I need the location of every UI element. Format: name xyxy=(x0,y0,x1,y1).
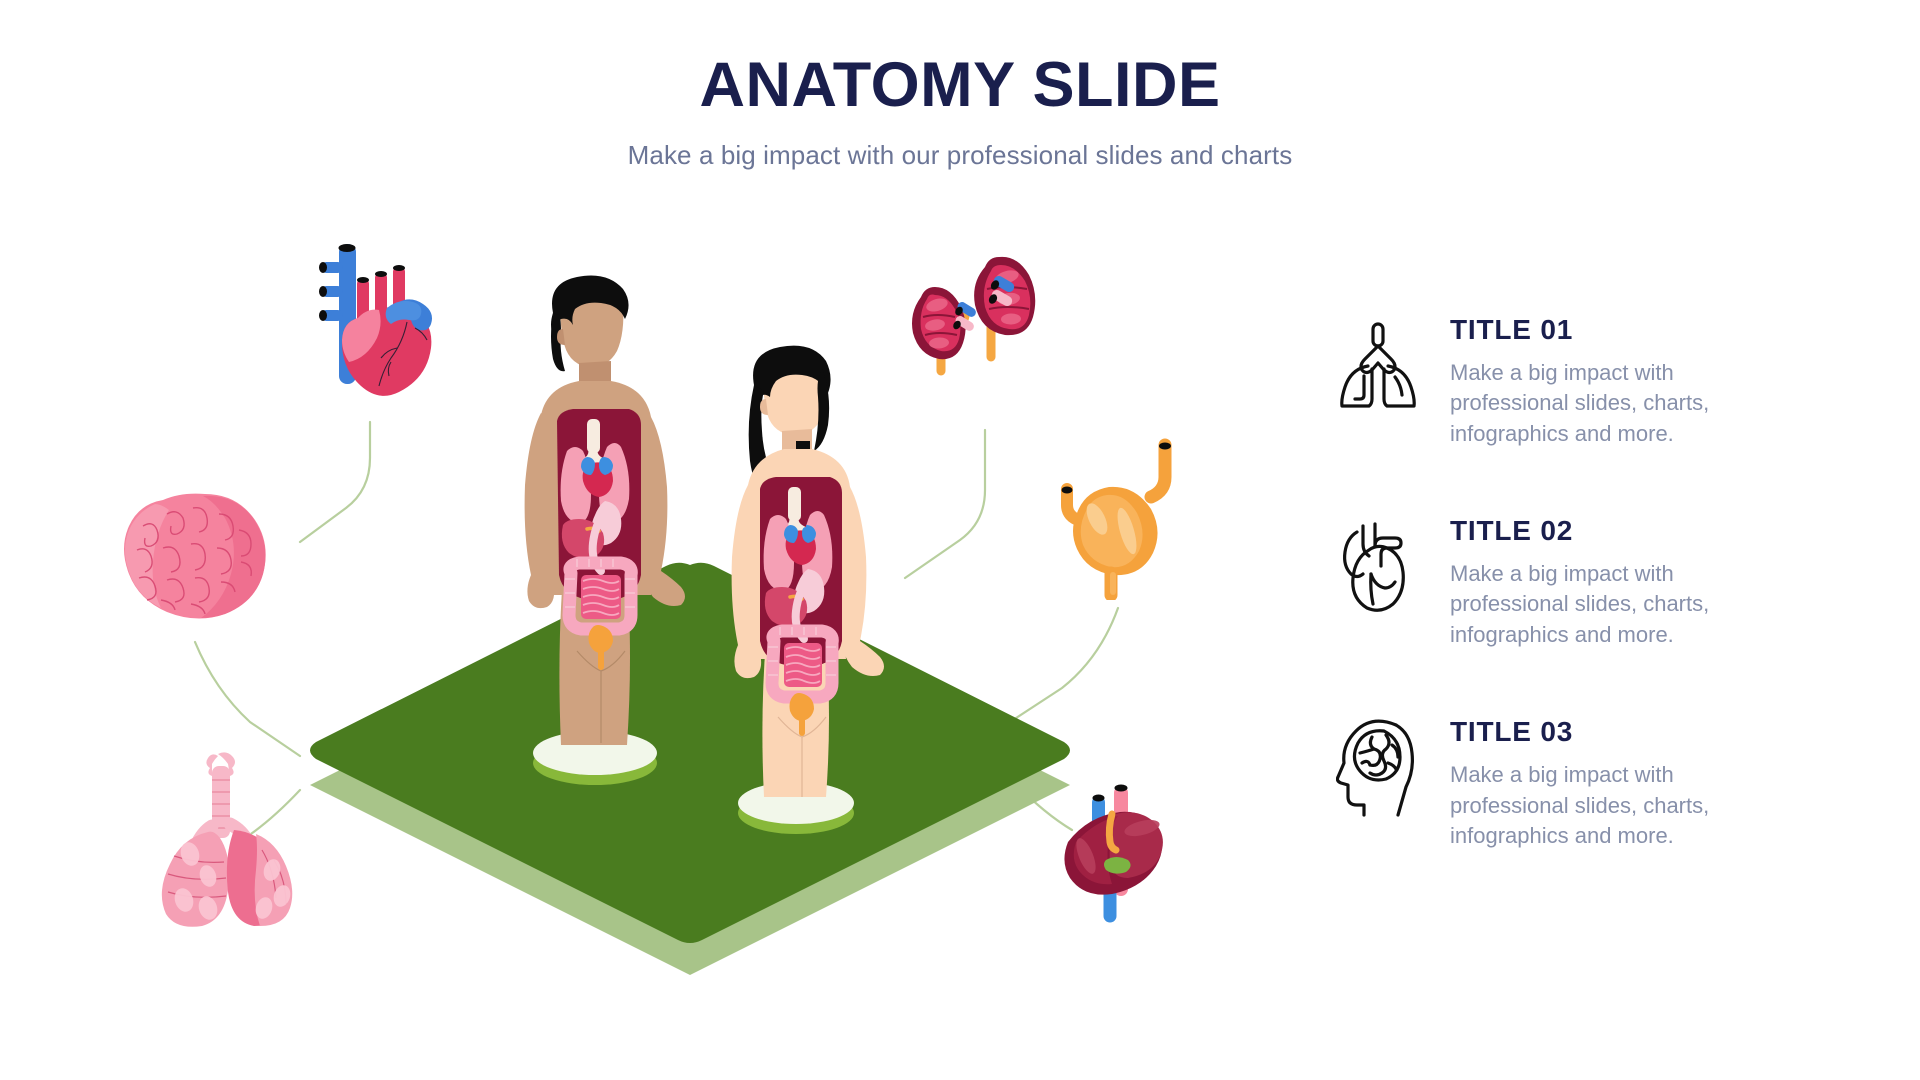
lungs-illustration xyxy=(161,752,293,927)
feature-title-3: TITLE 03 xyxy=(1450,716,1574,748)
head-brain-icon xyxy=(1330,712,1426,822)
female-figure xyxy=(731,345,884,834)
bladder-illustration xyxy=(1061,438,1172,600)
liver-illustration xyxy=(1064,784,1163,923)
page-subtitle: Make a big impact with our professional … xyxy=(627,140,1293,171)
feature-title-2: TITLE 02 xyxy=(1450,515,1574,547)
feature-body-1: TITLE 01 Make a big impact with professi… xyxy=(1450,310,1850,449)
page-title: ANATOMY SLIDE xyxy=(699,50,1221,120)
feature-item-1[interactable]: TITLE 01 Make a big impact with professi… xyxy=(1330,310,1850,449)
heart-illustration xyxy=(319,244,432,396)
feature-list: TITLE 01 Make a big impact with professi… xyxy=(1330,310,1850,913)
feature-desc-2: Make a big impact with professional slid… xyxy=(1450,561,1710,647)
feature-body-2: TITLE 02 Make a big impact with professi… xyxy=(1450,511,1850,650)
feature-title-1: TITLE 01 xyxy=(1450,314,1574,345)
anatomy-illustration xyxy=(0,190,1300,1010)
feature-item-3[interactable]: TITLE 03 Make a big impact with professi… xyxy=(1330,712,1850,851)
feature-desc-3: Make a big impact with professional slid… xyxy=(1450,762,1710,848)
feature-body-3: TITLE 03 Make a big impact with professi… xyxy=(1450,712,1850,851)
feature-desc-1: Make a big impact with professional slid… xyxy=(1450,360,1710,446)
slide-header: ANATOMY SLIDE Make a big impact with our… xyxy=(0,52,1920,171)
lungs-icon xyxy=(1330,310,1426,420)
feature-item-2[interactable]: TITLE 02 Make a big impact with professi… xyxy=(1330,511,1850,650)
brain-illustration xyxy=(124,493,266,619)
male-figure xyxy=(524,275,685,785)
kidneys-illustration xyxy=(912,256,1036,376)
heart-icon xyxy=(1330,511,1426,621)
